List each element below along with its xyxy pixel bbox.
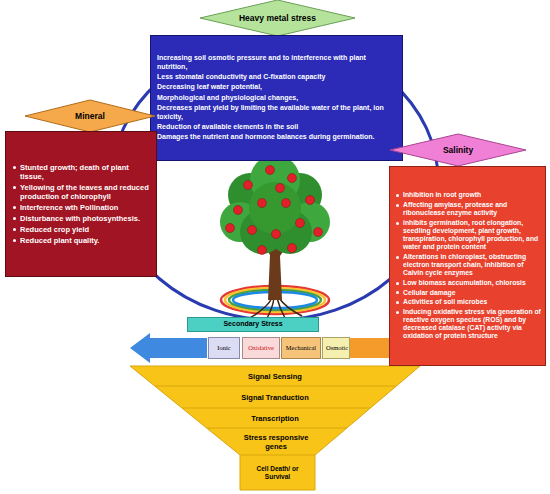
apple bbox=[258, 246, 267, 255]
apple bbox=[226, 224, 235, 233]
apple bbox=[306, 196, 315, 205]
tree-canopy bbox=[220, 155, 330, 254]
bullet-item: Interference wth Pollination bbox=[11, 203, 151, 212]
bullet-item: Reduced plant quality. bbox=[11, 236, 151, 245]
apple bbox=[258, 199, 267, 208]
apple bbox=[244, 181, 253, 190]
node-text: Osmotic bbox=[326, 344, 346, 352]
node-text: Decreases plant yield by limiting the av… bbox=[157, 104, 396, 121]
stress-diamond: Heavy metal stress bbox=[200, 0, 355, 36]
funnel-divider bbox=[207, 428, 347, 429]
bullet-item: inhibits germination, root elongation, s… bbox=[394, 219, 541, 252]
diamond-shape bbox=[200, 0, 355, 36]
left-arrow bbox=[130, 333, 207, 363]
leaf-cluster bbox=[249, 182, 301, 234]
funnel-divider bbox=[240, 455, 315, 456]
effects-box: Increasing soil osmotic pressure and to … bbox=[150, 35, 403, 161]
funnel-tier: Transcription bbox=[200, 410, 350, 427]
bullet-item: Yellowing of the leaves and reduced prod… bbox=[11, 183, 151, 201]
stress-diamond: Salinity bbox=[390, 134, 526, 166]
node-text: Signal Tranduction bbox=[203, 393, 347, 402]
node-text: Signal Sensing bbox=[203, 372, 347, 381]
funnel-tier: Cell Death/ or Survival bbox=[242, 457, 313, 489]
apple bbox=[276, 184, 285, 193]
diamond-shape bbox=[390, 134, 526, 166]
bullet-item: Stunted growth; death of plant tissue, bbox=[11, 163, 151, 181]
bullet-item: Disturbance with photosynthesis. bbox=[11, 214, 151, 223]
node-text: Oxidative bbox=[246, 344, 276, 352]
node-text: Secondary Stress bbox=[191, 320, 315, 328]
funnel-tier: Signal Tranduction bbox=[200, 389, 350, 406]
stress-type-box: Mechanical bbox=[281, 337, 321, 359]
bullet-item: Low biomass accumulation, chlorosis bbox=[394, 279, 541, 287]
apple bbox=[234, 206, 243, 215]
secondary-stress-band: Secondary Stress bbox=[187, 317, 319, 332]
node-text: Cell Death/ or Survival bbox=[245, 465, 310, 481]
apple bbox=[288, 174, 297, 183]
node-text: Reduction of available elements in the s… bbox=[157, 123, 396, 131]
funnel-divider bbox=[182, 408, 370, 409]
effects-box: Stunted growth; death of plant tissue, Ye… bbox=[5, 131, 157, 277]
effects-box: Inhibition in root growthAffecting amyla… bbox=[389, 166, 546, 366]
apples bbox=[226, 166, 323, 255]
stress-type-box: Oxidative bbox=[242, 337, 280, 359]
bullet-item: Activities of soil microbes bbox=[394, 298, 541, 306]
tree-illustration bbox=[220, 155, 330, 320]
funnel-tier: Stress responsive genes bbox=[236, 429, 316, 454]
bullet-item: Inducing oxidative stress via generation… bbox=[394, 308, 541, 341]
funnel-dividers bbox=[155, 386, 396, 455]
node-text: Transcription bbox=[203, 414, 347, 423]
apple bbox=[296, 219, 305, 228]
stress-type-box: Ionic bbox=[208, 337, 240, 359]
apple bbox=[314, 228, 323, 237]
node-text: Damages the nutrient and hormone balance… bbox=[157, 133, 396, 141]
apple bbox=[272, 230, 281, 239]
apple bbox=[282, 199, 291, 208]
node-text: Morphological and physiological changes, bbox=[157, 94, 396, 102]
node-text: Mechanical bbox=[285, 344, 317, 352]
root bbox=[279, 298, 302, 316]
diamond-shape bbox=[25, 100, 155, 132]
funnel bbox=[130, 366, 420, 490]
node-text: Decreasing leaf water potential, bbox=[157, 83, 396, 91]
node-text: Increasing soil osmotic pressure and to … bbox=[157, 54, 396, 71]
node-text: Mineral bbox=[28, 111, 152, 121]
apple bbox=[288, 244, 297, 253]
bullet-item: Reduced crop yield bbox=[11, 225, 151, 234]
apple bbox=[266, 166, 275, 175]
bullet-item: Alterations in chloroplast, obstructing … bbox=[394, 253, 541, 277]
bullet-item: Cellular damage bbox=[394, 289, 541, 297]
bullet-item: Affecting amylase, protease and ribonucl… bbox=[394, 201, 541, 217]
stress-type-box: Osmotic bbox=[322, 337, 350, 359]
node-text: Less stomatal conductivity and C-fixatio… bbox=[157, 73, 396, 81]
funnel-divider bbox=[155, 386, 396, 387]
stress-diamond: Mineral bbox=[25, 100, 155, 132]
node-text: Heavy metal stress bbox=[203, 13, 352, 23]
funnel-tier: Signal Sensing bbox=[200, 368, 350, 385]
node-text: Stress responsive genes bbox=[239, 433, 313, 451]
apple bbox=[248, 226, 257, 235]
node-text: Ionic bbox=[212, 344, 236, 352]
node-text: Salinity bbox=[393, 145, 523, 155]
bullet-item: Inhibition in root growth bbox=[394, 191, 541, 199]
